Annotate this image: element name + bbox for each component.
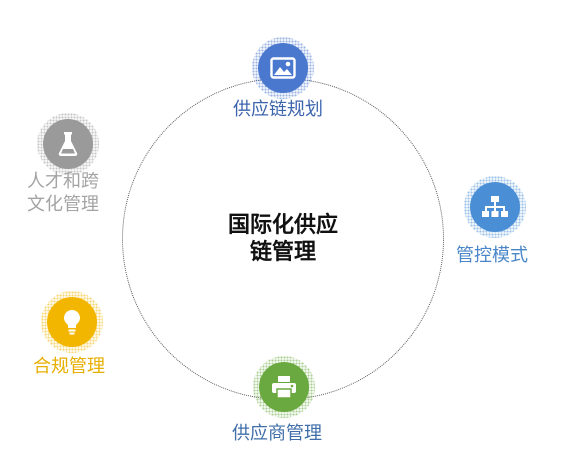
node-disc	[43, 119, 93, 169]
node-disc	[47, 297, 97, 347]
node-control-mode	[464, 176, 526, 238]
node-supply-chain-planning	[252, 37, 314, 99]
label-supplier-management: 供应商管理	[232, 423, 322, 444]
label-compliance-management: 合规管理	[33, 356, 105, 377]
label-control-mode: 管控模式	[456, 245, 528, 266]
node-talent-culture	[37, 113, 99, 175]
lightbulb-icon	[64, 310, 80, 335]
label-supply-chain-planning: 供应链规划	[233, 99, 323, 120]
node-disc	[259, 362, 309, 412]
image-icon	[270, 57, 296, 79]
label-talent-culture-line-2: 文化管理	[27, 194, 99, 215]
node-compliance-management	[41, 291, 103, 353]
center-title-line-2: 链管理	[249, 239, 316, 265]
node-disc	[470, 182, 520, 232]
center-title: 国际化供应 链管理	[183, 212, 383, 266]
center-title-line-1: 国际化供应	[227, 212, 338, 238]
node-disc	[258, 43, 308, 93]
node-supplier-management	[253, 356, 315, 418]
org-chart-icon	[482, 196, 508, 217]
flask-icon	[58, 132, 78, 156]
printer-icon	[272, 376, 296, 399]
label-talent-culture-line-1: 人才和跨	[27, 171, 99, 192]
label-talent-culture: 人才和跨 文化管理	[27, 170, 99, 216]
